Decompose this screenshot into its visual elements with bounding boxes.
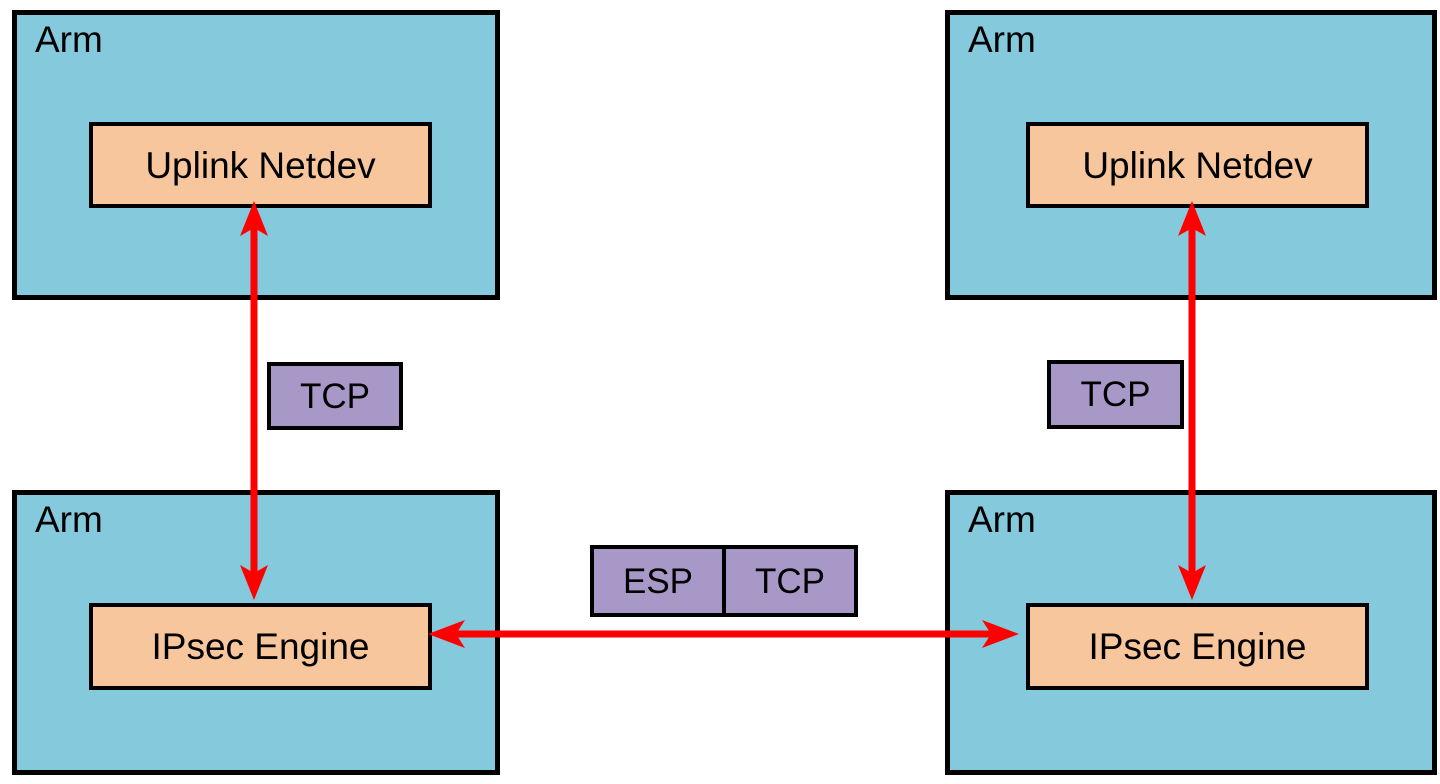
uplink-netdev-box-right[interactable]: Uplink Netdev — [1026, 122, 1369, 208]
host-label-top-right: Arm — [968, 19, 1036, 60]
host-box-top-right[interactable]: Arm Uplink Netdev — [945, 10, 1437, 300]
host-label-bottom-right: Arm — [968, 499, 1036, 540]
host-box-bottom-left[interactable]: Arm IPsec Engine — [12, 490, 500, 775]
ipsec-engine-label-left: IPsec Engine — [151, 626, 370, 667]
packet-field-tcp: TCP — [722, 549, 855, 613]
connector-ipsec-horizontal — [428, 620, 1019, 648]
packet-field-tcp: TCP — [271, 366, 399, 426]
packet-tag-tcp-right[interactable]: TCP — [1047, 360, 1184, 429]
packet-field-tcp: TCP — [1051, 364, 1180, 425]
ipsec-engine-label-right: IPsec Engine — [1088, 626, 1307, 667]
packet-tag-tcp-left[interactable]: TCP — [267, 362, 403, 430]
ipsec-engine-box-left[interactable]: IPsec Engine — [89, 603, 432, 690]
packet-field-esp: ESP — [594, 549, 723, 613]
packet-field-label-tcp: TCP — [755, 561, 826, 601]
packet-field-label-esp: ESP — [622, 561, 694, 601]
packet-tag-esp-tcp[interactable]: ESP TCP — [590, 545, 858, 617]
ipsec-engine-box-right[interactable]: IPsec Engine — [1026, 603, 1369, 690]
packet-field-label-tcp: TCP — [1080, 375, 1151, 414]
uplink-netdev-box-left[interactable]: Uplink Netdev — [89, 122, 432, 208]
host-label-bottom-left: Arm — [35, 499, 103, 540]
uplink-netdev-label-left: Uplink Netdev — [145, 144, 376, 186]
packet-field-label-tcp: TCP — [300, 376, 370, 416]
host-label-top-left: Arm — [35, 19, 103, 60]
host-box-bottom-right[interactable]: Arm IPsec Engine — [945, 490, 1437, 775]
uplink-netdev-label-right: Uplink Netdev — [1082, 144, 1313, 186]
host-box-top-left[interactable]: Arm Uplink Netdev — [12, 10, 500, 300]
